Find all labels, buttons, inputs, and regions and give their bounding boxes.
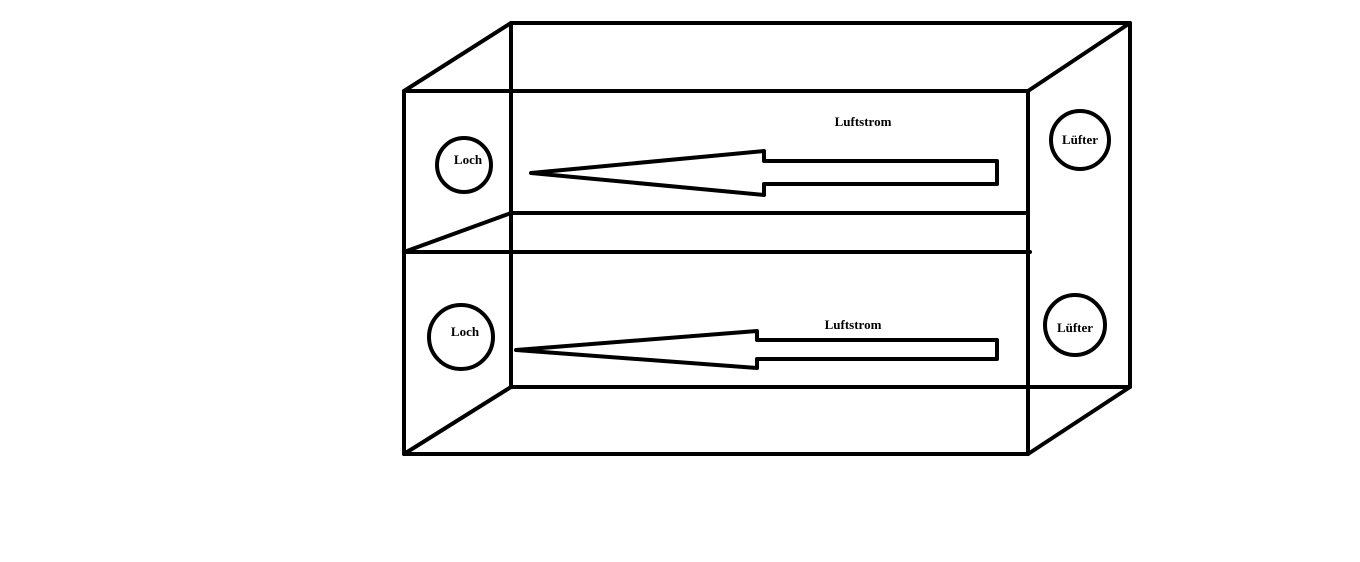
- upper-airflow-arrow: [529, 149, 999, 197]
- upper-compartment: Loch Lüfter Luftstrom: [435, 109, 1111, 197]
- back-face: [509, 21, 1132, 389]
- depth-edge-bottom-left: [402, 385, 513, 456]
- upper-fan-label: Lüfter: [1062, 132, 1098, 147]
- depth-edge-top-left: [402, 21, 513, 93]
- lower-compartment: Loch Lüfter Luftstrom: [427, 293, 1107, 371]
- upper-airflow-label: Luftstrom: [835, 114, 892, 129]
- upper-hole-label: Loch: [454, 152, 483, 167]
- lower-fan-circle: [1043, 293, 1107, 357]
- lower-hole-circle: [427, 303, 495, 371]
- depth-edge-bottom-right: [1026, 385, 1132, 456]
- depth-edge-top-right: [1026, 21, 1132, 93]
- upper-fan-circle: [1049, 109, 1111, 171]
- upper-hole-circle: [435, 136, 493, 194]
- lower-airflow-arrow: [514, 329, 999, 370]
- divider-plate: [402, 211, 1032, 254]
- lower-fan-label: Lüfter: [1057, 320, 1093, 335]
- lower-airflow-label: Luftstrom: [825, 317, 882, 332]
- divider-side-edge: [402, 211, 513, 254]
- lower-hole-label: Loch: [451, 324, 480, 339]
- front-face: [402, 89, 1030, 456]
- box-outline: [402, 21, 1132, 456]
